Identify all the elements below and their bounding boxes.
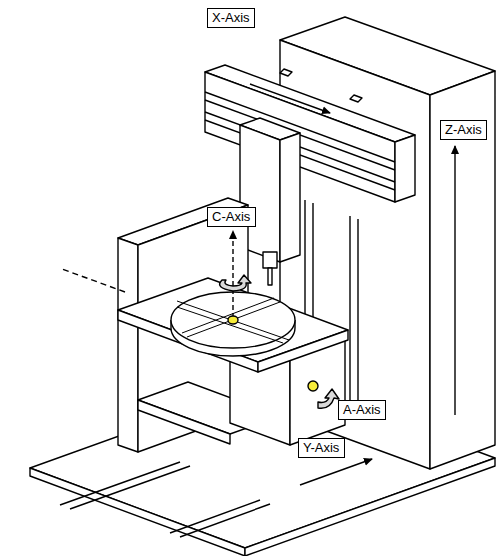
y-arrow [300,459,372,485]
axis-label: Y-Axis [303,440,340,456]
c-axis-line [232,231,233,318]
machine-column [280,17,495,469]
axis-label-box: X-Axis [207,8,255,28]
a-rotation-arrow [318,389,339,408]
a-axis-centerline [62,269,125,292]
c-axis-point [228,316,238,324]
z-arrow [454,146,455,415]
rotary-table [171,231,295,356]
x-arrow [250,84,330,113]
axis-label-box: A-Axis [338,400,386,420]
axis-label-box: Y-Axis [298,438,345,458]
spindle-head [240,118,300,285]
axis-label: A-Axis [343,402,381,418]
axis-label-box: C-Axis [207,207,256,227]
axis-label-box: Z-Axis [440,120,487,140]
axis-label: C-Axis [212,209,251,225]
x-carriage [205,65,415,202]
axis-label: Z-Axis [445,122,482,138]
axis-label: X-Axis [212,10,250,26]
a-axis-point [308,381,318,391]
c-rotation-arrow [220,275,251,291]
